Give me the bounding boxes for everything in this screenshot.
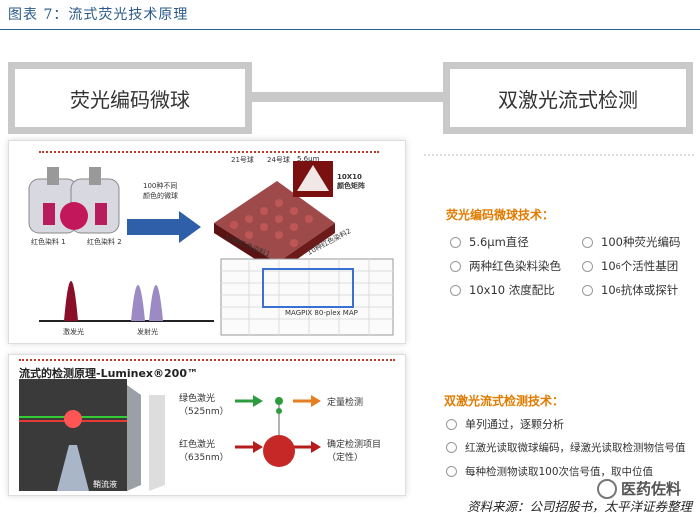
luminex-diagram <box>19 379 321 491</box>
laser-heading: 双激光流式检测技术： <box>444 394 565 408</box>
watermark: 医药佐料 <box>597 478 681 499</box>
quant-label: 定量检测 <box>327 398 364 408</box>
laser-bullet-1: 单列通过，逐颗分析 <box>446 416 564 432</box>
laser-bullet-3: 每种检测物读取100次信号值，取中位值 <box>446 464 653 479</box>
emit-label: 发射光 <box>137 328 158 336</box>
excitation-peak <box>64 281 78 321</box>
emission-peak-1 <box>131 285 145 321</box>
source-footer: 资料来源：公司招股书，太平洋证券整理 <box>466 499 692 514</box>
label-24: 24号球 <box>267 156 290 164</box>
bullet-ratio: 10x10 浓度配比 <box>450 282 555 298</box>
magpix-map <box>220 258 394 336</box>
green-laser-label: 绿色激光 （525nm） <box>179 394 229 417</box>
map-label: MAGPIX 80-plex MAP <box>285 309 358 317</box>
qual-label: 确定检测项目 （定性） <box>327 440 382 463</box>
right-arrow-icon <box>127 211 201 243</box>
dotted-divider <box>39 151 379 153</box>
box-connector <box>240 92 450 102</box>
label-56: 5.6μm <box>297 155 320 163</box>
bullet-diameter: 5.6μm直径 <box>450 234 529 250</box>
title-rule <box>0 29 700 30</box>
excite-label: 激发光 <box>63 328 84 336</box>
microsphere-diagram <box>28 161 394 336</box>
label-21: 21号球 <box>231 156 254 164</box>
luminex-title: 流式的检测原理-Luminex®200™ <box>19 367 198 380</box>
emission-peak-2 <box>149 285 163 321</box>
figure-title: 图表 7：流式荧光技术原理 <box>8 7 189 23</box>
microsphere-heading: 荧光编码微球技术： <box>446 208 555 222</box>
microsphere-icon <box>263 435 295 467</box>
dye2-label: 红色染料 2 <box>87 238 122 246</box>
dye1-label: 红色染料 1 <box>31 238 66 246</box>
bullet-dyes: 两种红色染料染色 <box>450 258 561 274</box>
microsphere-diagram-panel: 红色染料 1 红色染料 2 100种不同 颜色的微球 21号球 24号球 5.6… <box>8 140 406 344</box>
red-laser-label: 红色激光 （635nm） <box>179 440 229 463</box>
dual-laser-box: 双激光流式检测 <box>443 62 693 134</box>
bullet-codes: 100种荧光编码 <box>582 234 680 250</box>
arrow-label: 100种不同 颜色的微球 <box>143 182 178 200</box>
dye-bottles-icon <box>28 167 120 234</box>
luminex-panel: 流式的检测原理-Luminex®200™ 绿色激光 （525nm） 红色激光 （… <box>8 354 406 496</box>
laser-text-panel: 双激光流式检测技术： 单列通过，逐颗分析 红激光读取微球编码，绿激光读取检测物信… <box>414 382 698 494</box>
wechat-logo-icon <box>597 478 617 499</box>
sheath-label: 鞘流液 <box>93 480 117 489</box>
laser-bullet-2: 红激光读取微球编码，绿激光读取检测物信号值 <box>446 440 686 455</box>
fluorescent-microsphere-box: 荧光编码微球 <box>8 62 252 134</box>
dotted-divider-2 <box>19 359 395 361</box>
matrix-label: 10X10 颜色矩阵 <box>337 173 365 190</box>
